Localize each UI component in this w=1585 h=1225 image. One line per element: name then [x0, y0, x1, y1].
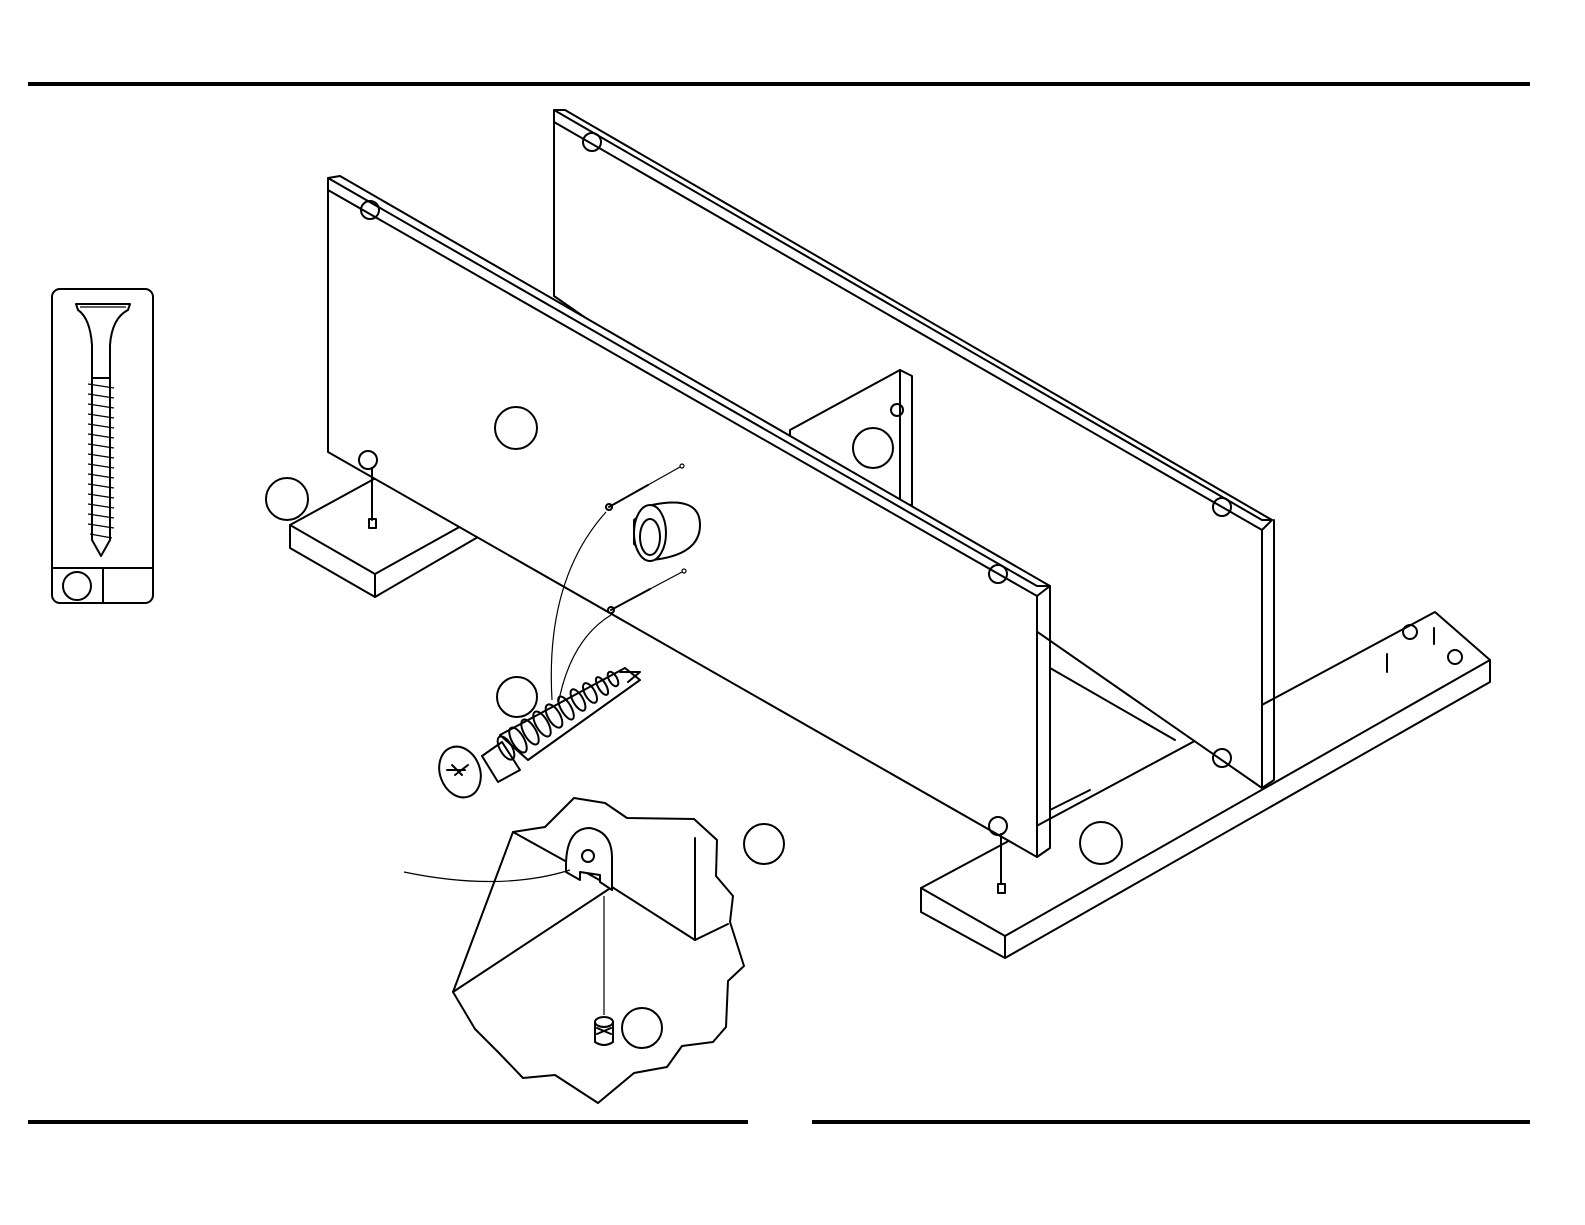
- cam-bolt: [432, 668, 640, 803]
- hardware-box: [52, 289, 153, 603]
- wood-screw-icon: [76, 304, 130, 556]
- detail-breakout: [404, 798, 744, 1103]
